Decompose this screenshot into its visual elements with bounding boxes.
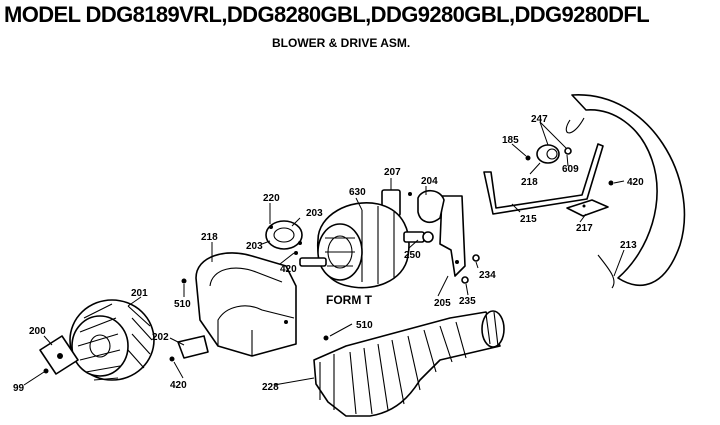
assembly-subtitle: BLOWER & DRIVE ASM. (272, 36, 411, 50)
callout-234: 234 (479, 270, 496, 281)
blower-wheel-201 (69, 299, 155, 381)
drum-panel-213 (565, 94, 686, 289)
callout-217: 217 (576, 223, 593, 234)
motor-bracket-205 (439, 195, 480, 284)
model-title: MODEL DDG8189VRL,DDG8280GBL,DDG9280GBL,D… (4, 2, 650, 27)
callout-510-a: 510 (174, 299, 191, 310)
form-t-label: FORM T (326, 293, 373, 307)
callout-202: 202 (152, 332, 169, 343)
bracket-202 (169, 335, 209, 362)
bracket-200 (39, 335, 79, 375)
callout-185: 185 (502, 135, 519, 146)
part-callouts: 99 200 201 202 420 510 218 220 203 203 4… (13, 114, 644, 394)
callout-510-b: 510 (356, 320, 373, 331)
callout-205: 205 (434, 298, 451, 309)
motor-630 (299, 202, 434, 289)
callout-247: 247 (531, 114, 548, 125)
blower-housing-218 (181, 252, 297, 357)
idler-pulley-247 (525, 144, 572, 164)
leader-lines (23, 121, 625, 386)
callout-204: 204 (421, 176, 438, 187)
idler-rod-215 (483, 143, 604, 215)
callout-220: 220 (263, 193, 280, 204)
callout-99: 99 (13, 383, 25, 394)
callout-201: 201 (131, 288, 148, 299)
callout-235: 235 (459, 296, 476, 307)
callout-420-a: 420 (170, 380, 187, 391)
callout-213: 213 (620, 240, 637, 251)
exhaust-duct-228 (313, 310, 505, 417)
callout-609: 609 (562, 164, 579, 175)
callout-203-a: 203 (306, 208, 323, 219)
callout-420-c: 420 (627, 177, 644, 188)
callout-203-b: 203 (246, 241, 263, 252)
callout-420-b: 420 (280, 264, 297, 275)
callout-215: 215 (520, 214, 537, 225)
callout-630: 630 (349, 187, 366, 198)
clip-204 (417, 189, 445, 224)
bracket-217 (566, 180, 614, 217)
callout-207: 207 (384, 167, 401, 178)
callout-228: 228 (262, 382, 279, 393)
callout-200: 200 (29, 326, 46, 337)
clamp-220 (265, 220, 303, 255)
callout-218-a: 218 (201, 232, 218, 243)
callout-218-b: 218 (521, 177, 538, 188)
callout-250: 250 (404, 250, 421, 261)
